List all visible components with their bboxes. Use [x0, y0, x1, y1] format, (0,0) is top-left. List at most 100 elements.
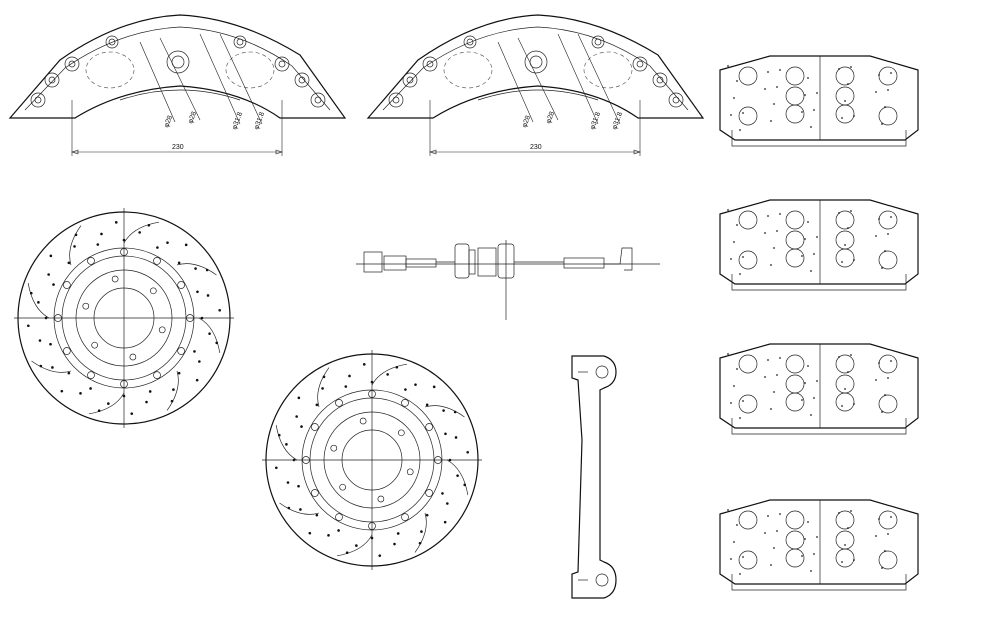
rotor-drill-hole	[446, 502, 449, 505]
rotor-drill-hole	[275, 466, 278, 470]
rotor-drill-hole	[344, 385, 348, 388]
rotor-drill-hole	[277, 433, 281, 437]
rotor-slot	[166, 370, 179, 411]
rotor-drill-hole	[122, 238, 126, 242]
pad-friction-spot	[738, 354, 758, 374]
caliper-left: φ28 φ28 φ31.8 φ31.8 230	[8, 14, 347, 156]
rotor-drill-hole	[322, 375, 326, 379]
rotor-slot	[414, 512, 427, 553]
rotor-drill-hole	[39, 364, 43, 368]
width-label: 230	[172, 144, 184, 151]
pad-friction-spot	[835, 530, 855, 550]
rotor-drill-hole	[286, 481, 290, 484]
rotor-bolt-hole	[177, 347, 186, 355]
rotor-drill-hole	[208, 332, 211, 335]
rotor-lug-hole	[91, 341, 99, 349]
rotor-drill-hole	[463, 483, 467, 487]
rotor-slot	[446, 459, 469, 496]
pad-friction-spot	[785, 104, 805, 124]
rotor-drill-hole	[378, 554, 382, 557]
pad-friction-spot	[785, 374, 805, 394]
pad-friction-spot	[835, 230, 855, 250]
pad-friction-spot	[878, 510, 898, 530]
rotor-drill-hole	[130, 412, 134, 415]
brake-pad	[719, 199, 919, 291]
pad-friction-spot	[785, 354, 805, 374]
rotor-drill-hole	[297, 484, 300, 488]
rotor-drill-hole	[393, 542, 396, 546]
bore-label: φ31.8	[611, 111, 624, 131]
rotor-drill-hole	[345, 551, 349, 555]
rotor-bolt-hole	[368, 522, 376, 530]
rotor-drill-hole	[299, 508, 302, 511]
rotor-drill-hole	[170, 399, 174, 403]
rotor-lug-hole	[82, 302, 90, 310]
pad-friction-spot	[738, 394, 758, 414]
rotor-bolt-hole	[62, 347, 71, 355]
bore-label: φ28	[187, 111, 198, 125]
rotor-bolt-hole	[425, 423, 434, 431]
rotor-drill-hole	[448, 458, 452, 462]
rotor-drill-hole	[74, 233, 78, 237]
pad-friction-spot	[835, 104, 855, 124]
rotor-drill-hole	[52, 283, 55, 286]
pad-friction-spot	[835, 86, 855, 106]
rotor-drill-hole	[196, 290, 199, 294]
rotor-drill-hole	[172, 388, 175, 391]
bore-label: φ31.8	[231, 111, 244, 131]
rotor-bolt-hole	[87, 256, 95, 265]
rotor-lug-hole	[339, 483, 347, 491]
rotor-drill-hole	[184, 243, 188, 247]
pad-friction-spot	[878, 106, 898, 126]
rotor-drill-hole	[442, 409, 445, 412]
rotor-drill-hole	[96, 243, 100, 246]
pad-friction-spot	[785, 392, 805, 412]
rotor-bolt-hole	[120, 380, 128, 388]
rotor-slot	[424, 405, 465, 418]
bore-label: φ31.8	[253, 111, 266, 131]
rotor-bolt-hole	[186, 314, 194, 322]
pad-friction-spot	[785, 86, 805, 106]
pad-friction-spot	[738, 250, 758, 270]
rotor-drill-hole	[308, 531, 312, 535]
rotor-drill-hole	[327, 534, 330, 537]
pad-friction-spot	[738, 510, 758, 530]
rotor-drill-hole	[295, 415, 298, 418]
rotor-drill-hole	[297, 396, 301, 400]
rotor-drill-hole	[206, 294, 210, 297]
rotor-drill-hole	[60, 389, 64, 393]
rotor-slot	[27, 282, 50, 319]
rotor-lug-hole	[397, 429, 405, 437]
rotor-drill-hole	[166, 241, 169, 244]
rotor-drill-hole	[27, 324, 30, 328]
rotor-drill-hole	[386, 373, 389, 376]
rotor-drill-hole	[432, 385, 436, 389]
rotor-lug-hole	[406, 468, 414, 476]
rotor-drill-hole	[300, 425, 303, 428]
rotor-bolt-hole	[120, 248, 128, 256]
pad-friction-spot	[785, 210, 805, 230]
rotor-drill-hole	[49, 254, 53, 258]
rotor-drill-hole	[73, 245, 76, 248]
rotor-drill-hole	[414, 383, 417, 386]
pad-friction-spot	[785, 230, 805, 250]
rotor-bolt-hole	[177, 281, 186, 289]
rotor-slot	[176, 263, 217, 276]
rotor-drill-hole	[205, 268, 209, 272]
rotor-drill-hole	[51, 366, 54, 369]
bore-label: φ28	[163, 115, 174, 129]
rotor-bolt-hole	[54, 314, 62, 322]
rotor-drill-hole	[100, 232, 103, 236]
rotor-drill-hole	[454, 436, 458, 439]
rotor-slot	[198, 317, 221, 354]
rotor-drill-hole	[79, 392, 82, 395]
caliper-right-bolts	[388, 35, 684, 108]
pad-friction-spot	[835, 548, 855, 568]
bore-label: φ28	[521, 115, 532, 129]
rotor-drill-hole	[404, 388, 407, 391]
rotor-drill-hole	[418, 541, 422, 545]
rotor-drill-hole	[425, 403, 429, 407]
hose-assembly	[356, 240, 660, 320]
rotor-slot	[31, 360, 72, 373]
rotor-drill-hole	[285, 443, 288, 446]
